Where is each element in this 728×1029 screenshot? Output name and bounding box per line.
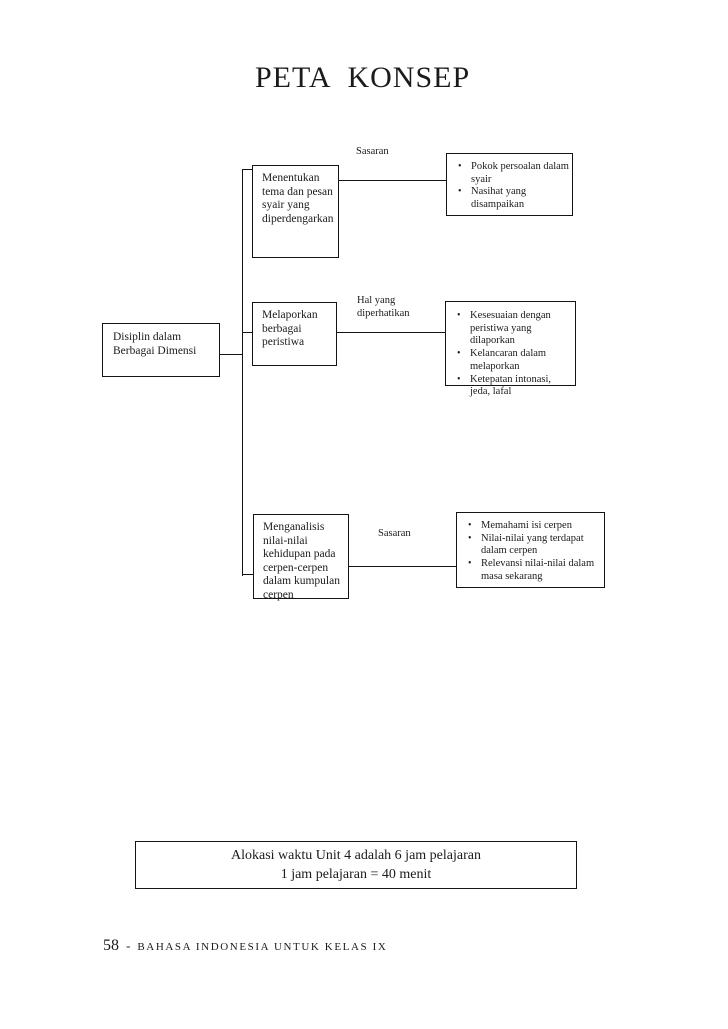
connector-trunk xyxy=(242,169,244,576)
bullet-icon: • xyxy=(457,310,461,321)
connector-stub-branch-3 xyxy=(242,574,254,576)
node-details-1: • Pokok persoalan dalam syair • Nasihat … xyxy=(446,153,573,216)
bullet-text: Kesesuaian dengan peristiwa yang dilapor… xyxy=(470,310,551,347)
connector-stub-branch-1 xyxy=(242,169,253,171)
bullet-text: Kelancaran dalam melaporkan xyxy=(470,348,547,372)
connector-root xyxy=(220,354,243,356)
bullet-icon: • xyxy=(458,161,462,172)
bullet-icon: • xyxy=(457,373,461,385)
footer-separator: - xyxy=(126,938,131,953)
connector-stub-branch-2 xyxy=(242,332,253,334)
time-allocation-line-1: Alokasi waktu Unit 4 adalah 6 jam pelaja… xyxy=(231,848,481,863)
bullet-item: • Ketepatan intonasi, jeda, lafal xyxy=(457,374,572,399)
bullet-item: • Nasihat yang disampaikan xyxy=(458,186,569,211)
node-details-2: • Kesesuaian dengan peristiwa yang dilap… xyxy=(445,301,576,397)
bullet-text: Pokok persoalan dalam syair xyxy=(471,161,569,185)
node-topic-1: Menentukan tema dan pesan syair yang dip… xyxy=(252,165,339,258)
connector-branch-2-detail xyxy=(335,332,446,334)
bullet-icon: • xyxy=(458,186,462,198)
bullet-icon: • xyxy=(468,520,472,531)
page-footer: 58 - BAHASA INDONESIA UNTUK KELAS IX xyxy=(103,937,387,955)
node-topic-2: Melaporkan berbagai peristiwa xyxy=(252,302,337,366)
bullet-item: • Pokok persoalan dalam syair xyxy=(458,161,569,186)
bullet-text: Ketepatan intonasi, jeda, lafal xyxy=(470,373,552,398)
bullet-item: • Relevansi nilai-nilai dalam masa sekar… xyxy=(468,558,601,583)
bullet-text: Nasihat yang disampaikan xyxy=(471,186,527,211)
time-allocation-line-2: 1 jam pelajaran = 40 menit xyxy=(280,867,432,882)
bullet-text: Memahami isi cerpen xyxy=(481,520,572,531)
connector-branch-1-detail xyxy=(337,180,447,182)
page-title: PETA KONSEP xyxy=(255,61,471,94)
connector-branch-3-detail xyxy=(347,566,457,568)
bullet-text: Relevansi nilai-nilai dalam masa sekaran… xyxy=(481,558,595,582)
page-number: 58 xyxy=(103,937,119,954)
connector-label-branch-1: Sasaran xyxy=(356,146,389,157)
bullet-text: Nilai-nilai yang terdapat dalam cerpen xyxy=(481,532,584,557)
time-allocation-box: Alokasi waktu Unit 4 adalah 6 jam pelaja… xyxy=(135,841,577,889)
bullet-item: • Nilai-nilai yang terdapat dalam cerpen xyxy=(468,533,601,558)
connector-label-branch-3: Sasaran xyxy=(378,528,411,539)
node-details-3: • Memahami isi cerpen • Nilai-nilai yang… xyxy=(456,512,605,588)
book-title: BAHASA INDONESIA UNTUK KELAS IX xyxy=(137,941,388,953)
connector-label-branch-2: Hal yang diperhatikan xyxy=(357,295,410,319)
bullet-item: • Kesesuaian dengan peristiwa yang dilap… xyxy=(457,310,572,348)
bullet-item: • Memahami isi cerpen xyxy=(468,520,601,533)
bullet-icon: • xyxy=(468,532,472,544)
bullet-icon: • xyxy=(457,348,461,360)
bullet-item: • Kelancaran dalam melaporkan xyxy=(457,348,572,373)
bullet-icon: • xyxy=(468,558,472,570)
node-topic-3: Menganalisis nilai-nilai kehidupan pada … xyxy=(253,514,349,601)
node-root: Disiplin dalam Berbagai Dimensi xyxy=(102,323,220,377)
